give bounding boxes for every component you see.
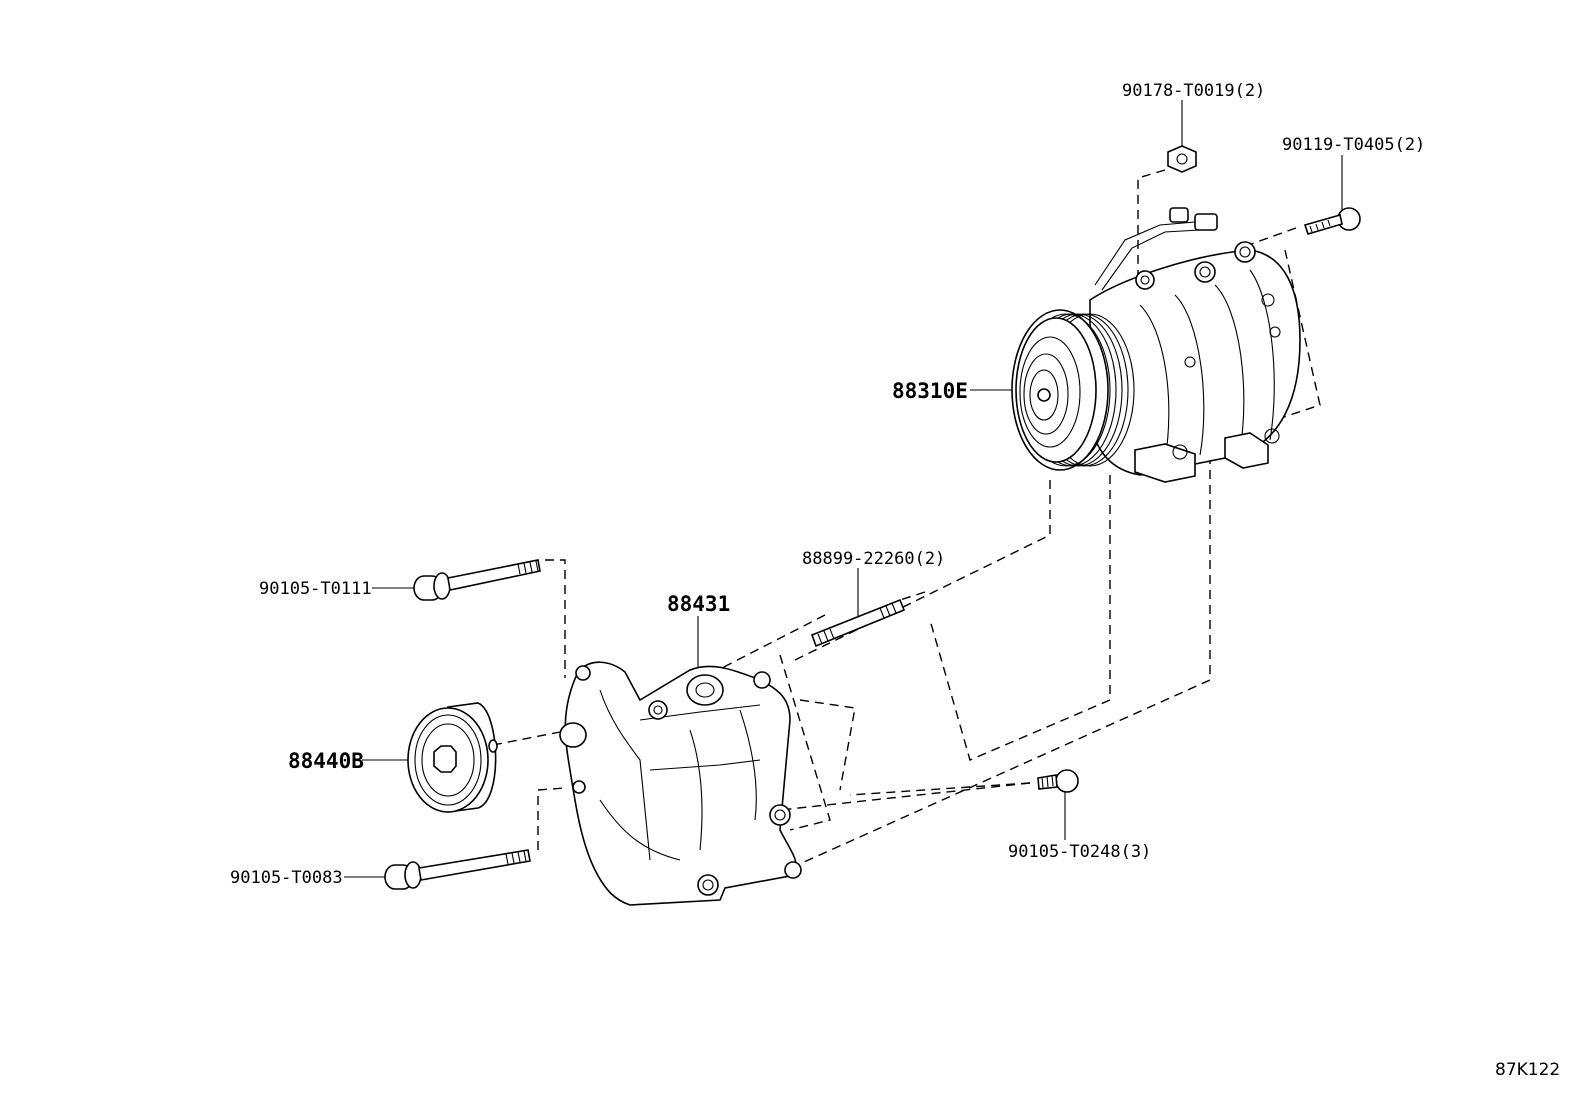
- bolt-90105-t0111[interactable]: [372, 559, 541, 601]
- label-bracket-88431: 88431: [667, 592, 730, 616]
- label-bolt-90105-t0248: 90105-T0248(3): [1008, 842, 1151, 862]
- label-compressor: 88310E: [892, 379, 968, 403]
- label-nut-90178: 90178-T0019(2): [1122, 81, 1265, 101]
- bolt-90105-t0248[interactable]: [1037, 769, 1079, 840]
- compressor-88310e[interactable]: [1011, 207, 1301, 483]
- idler-pulley-88440b[interactable]: [362, 702, 498, 813]
- bracket-88431[interactable]: [559, 616, 802, 906]
- bolt-90105-t0083[interactable]: [344, 849, 531, 890]
- label-bolt-90119: 90119-T0405(2): [1282, 135, 1425, 155]
- diagram-ref-code: 87K122: [1495, 1060, 1560, 1080]
- label-bolt-90105-t0111: 90105-T0111: [259, 579, 372, 599]
- nut-90178[interactable]: [1167, 100, 1197, 173]
- label-bolt-90105-t0083: 90105-T0083: [230, 868, 343, 888]
- label-stud-88899: 88899-22260(2): [802, 549, 945, 569]
- bolt-90119[interactable]: [1303, 155, 1361, 235]
- stud-88899[interactable]: [810, 568, 906, 648]
- label-idler-pulley-88440b: 88440B: [288, 749, 364, 773]
